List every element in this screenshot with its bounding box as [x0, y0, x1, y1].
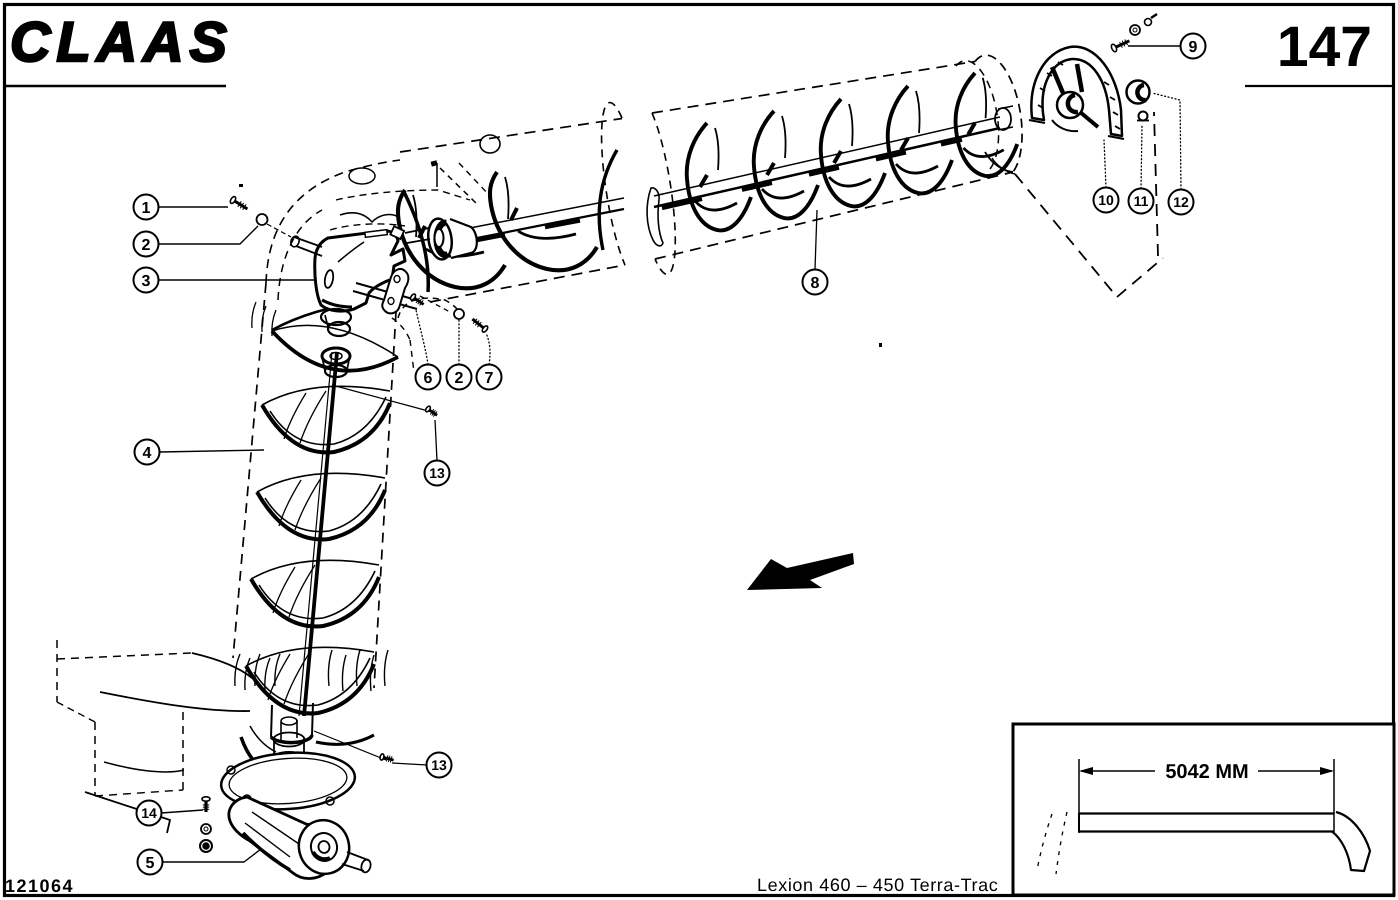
svg-text:13: 13	[429, 465, 445, 481]
svg-text:2: 2	[142, 237, 151, 254]
svg-text:11: 11	[1134, 193, 1149, 209]
svg-text:5: 5	[146, 855, 155, 872]
svg-text:2: 2	[455, 370, 464, 387]
svg-text:13: 13	[431, 757, 447, 773]
svg-text:4: 4	[143, 445, 152, 462]
svg-text:147: 147	[1277, 15, 1372, 79]
svg-text:7: 7	[485, 370, 494, 387]
svg-text:8: 8	[811, 275, 820, 292]
svg-text:10: 10	[1098, 192, 1114, 208]
svg-text:CLAAS: CLAAS	[10, 10, 233, 73]
svg-text:121064: 121064	[5, 876, 74, 896]
svg-text:12: 12	[1173, 194, 1189, 210]
svg-text:1: 1	[142, 200, 151, 217]
svg-text:3: 3	[142, 273, 151, 290]
svg-text:9: 9	[1189, 39, 1198, 56]
svg-text:Lexion 460 – 450 Terra-Trac: Lexion 460 – 450 Terra-Trac	[757, 875, 998, 895]
svg-text:5042 MM: 5042 MM	[1165, 761, 1248, 783]
svg-text:14: 14	[141, 805, 157, 821]
svg-text:6: 6	[424, 370, 433, 387]
